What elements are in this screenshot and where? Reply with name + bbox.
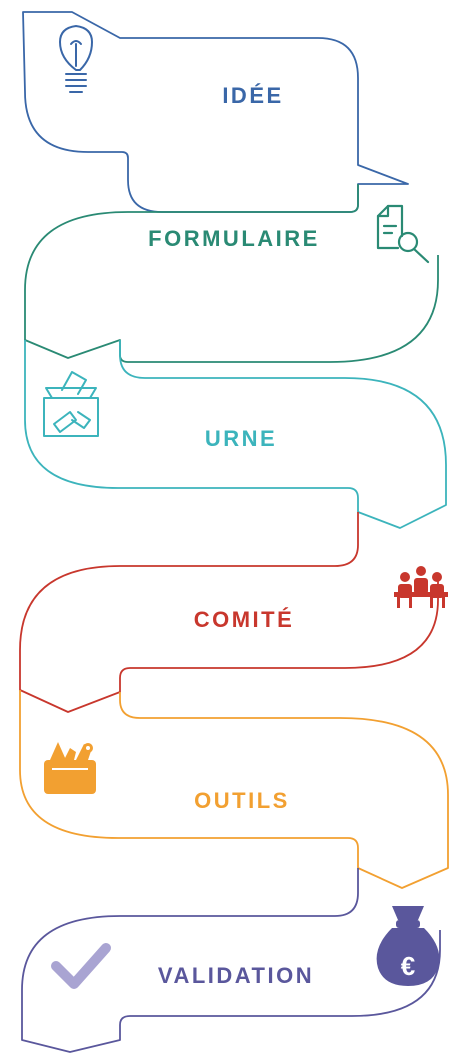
svg-text:€: €: [401, 951, 415, 981]
step-validation: € VALIDATION: [21, 868, 441, 1053]
step-comite-ribbon: [19, 512, 439, 713]
step-validation-label: VALIDATION: [158, 963, 314, 988]
step-idee-label: IDÉE: [222, 83, 283, 108]
step-outils-label: OUTILS: [194, 788, 290, 813]
money-bag-euro-icon: €: [376, 906, 440, 986]
committee-meeting-icon: [394, 566, 448, 608]
toolbox-icon: [44, 742, 96, 794]
lightbulb-icon: [59, 25, 93, 93]
step-outils: OUTILS: [19, 690, 449, 889]
step-idee-ribbon: [22, 11, 409, 213]
step-urne-label: URNE: [205, 426, 277, 451]
ballot-box-icon: [43, 371, 99, 437]
step-urne: URNE: [24, 340, 447, 529]
step-formulaire-ribbon: [24, 184, 439, 363]
step-outils-ribbon: [19, 690, 449, 889]
step-comite-label: COMITÉ: [194, 607, 295, 632]
step-validation-ribbon: [21, 868, 441, 1053]
step-idee: IDÉE: [22, 11, 409, 213]
step-urne-ribbon: [24, 340, 447, 529]
document-search-icon: [376, 204, 430, 264]
step-formulaire-label: FORMULAIRE: [148, 226, 320, 251]
step-comite: COMITÉ: [19, 512, 448, 713]
checkmark-icon: [51, 943, 111, 989]
step-formulaire: FORMULAIRE: [24, 184, 439, 363]
